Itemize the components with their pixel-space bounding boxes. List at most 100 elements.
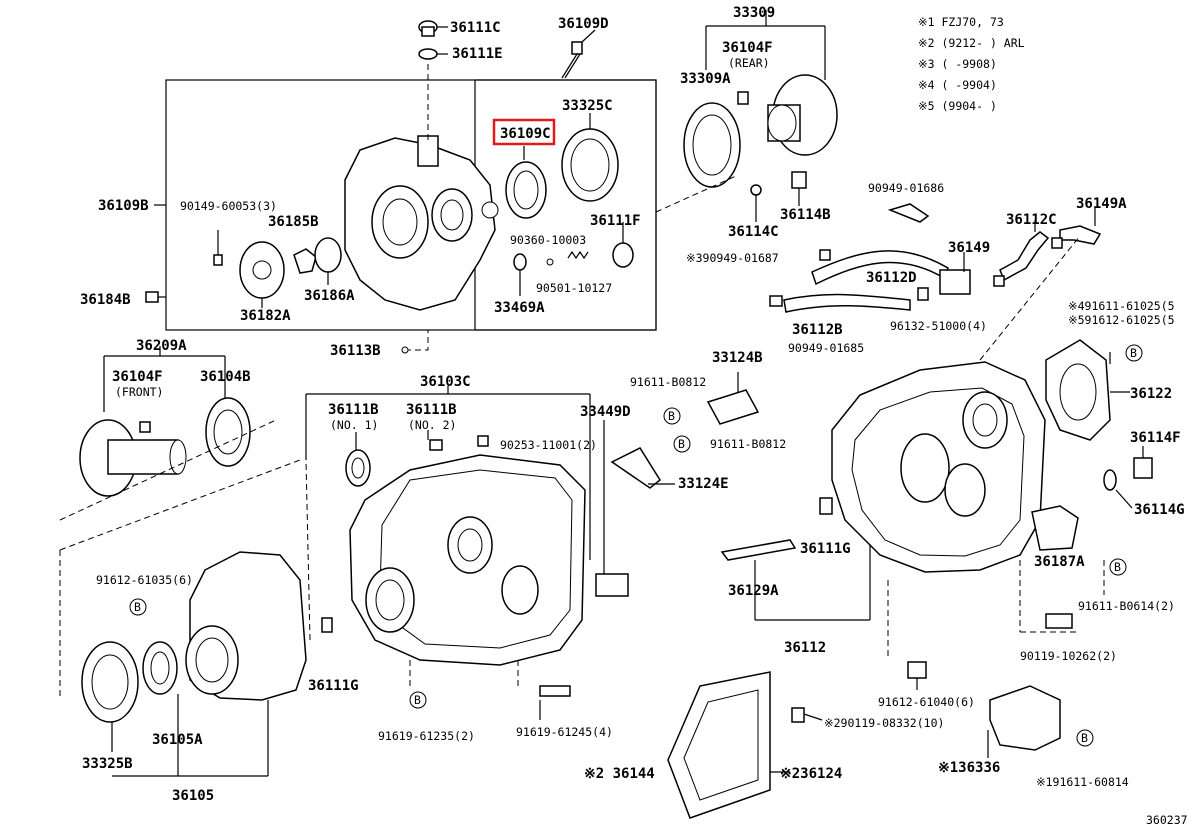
label-rear-note: (REAR): [728, 56, 770, 70]
label-36114B: 36114B: [780, 207, 831, 223]
bolt-marker: B: [1076, 729, 1094, 747]
label-36109C: 36109C: [500, 126, 551, 142]
label-36111E: 36111E: [452, 46, 503, 62]
label-91612-61035: 91612-61035(6): [96, 573, 193, 587]
oil-pan-36144: [667, 671, 823, 819]
label-36113B: 36113B: [330, 343, 381, 359]
label-33325B: 33325B: [82, 756, 133, 772]
dashed-36111G-left: [305, 459, 311, 641]
label-36105: 36105: [172, 788, 214, 804]
label-33449D: 33449D: [580, 404, 631, 420]
note-2: ※2 (9212- ) ARL: [918, 36, 1025, 50]
parts-36182A-group: [213, 230, 342, 308]
label-36111G-b: 36111G: [800, 541, 851, 557]
right-case-36112: [720, 361, 1046, 660]
bolt-marker: B: [409, 691, 427, 709]
label-36111C: 36111C: [450, 20, 501, 36]
label-36122: 36122: [1130, 386, 1172, 402]
bolt-marker: B: [673, 435, 691, 453]
diagram-id: 360237: [1146, 813, 1188, 827]
part-labels: 36111C 36111E 36109D 33309 36104F (REAR)…: [80, 5, 1188, 827]
flange-36209A-part: [59, 346, 277, 521]
label-90119-08332: ※290119-08332(10): [824, 716, 944, 730]
label-36111G-a: 36111G: [308, 678, 359, 694]
bolt-91619-61245: [539, 685, 571, 697]
label-36111B-1: 36111B: [328, 402, 379, 418]
label-36112D: 36112D: [866, 270, 917, 286]
dashed-connector-2: [979, 235, 1081, 361]
label-91619-61235: 91619-61235(2): [378, 729, 475, 743]
note-3: ※3 ( -9908): [918, 57, 997, 71]
label-90149-60053: 90149-60053(3): [180, 199, 277, 213]
label-91611-61025: ※491611-61025(5: [1068, 299, 1175, 313]
guide-36113B: [405, 330, 429, 351]
highlight-36109C: [492, 118, 556, 146]
label-36109B: 36109B: [98, 198, 149, 214]
label-36111B-2: 36111B: [406, 402, 457, 418]
label-90949-01687: ※390949-01687: [686, 251, 779, 265]
label-front-note: (FRONT): [115, 385, 163, 399]
label-33124E: 33124E: [678, 476, 729, 492]
label-36144: ※2 36144: [584, 766, 655, 782]
label-36103C: 36103C: [420, 374, 471, 390]
small-parts-36111F: [513, 222, 634, 296]
label-36185B: 36185B: [268, 214, 319, 230]
svg-text:B: B: [1130, 346, 1137, 360]
notes-block: ※1 FZJ70, 73 ※2 (9212- ) ARL ※3 ( -9908)…: [918, 15, 1025, 113]
label-90360-10003: 90360-10003: [510, 233, 586, 247]
label-36114F: 36114F: [1130, 430, 1181, 446]
label-36104F-rear: 36104F: [722, 40, 773, 56]
label-96132-51000: 96132-51000(4): [890, 319, 987, 333]
label-36112: 36112: [784, 640, 826, 656]
rear-cover-casting: [344, 135, 499, 311]
label-33124B: 33124B: [712, 350, 763, 366]
label-no2: (NO. 2): [408, 418, 456, 432]
label-36104B: 36104B: [200, 369, 251, 385]
dashed-connector-1: [655, 175, 737, 213]
bolt-marker: B: [1109, 558, 1127, 576]
label-90949-01686: 90949-01686: [868, 181, 944, 195]
label-91619-61245: 91619-61245(4): [516, 725, 613, 739]
label-36184B: 36184B: [80, 292, 131, 308]
label-36187A: 36187A: [1034, 554, 1085, 570]
label-91612-61025: ※591612-61025(5: [1068, 313, 1175, 327]
label-36186A: 36186A: [304, 288, 355, 304]
bolt-marker: B: [129, 598, 147, 616]
label-36105A: 36105A: [152, 732, 203, 748]
center-case-36103C: [305, 386, 629, 666]
label-36209A: 36209A: [136, 338, 187, 354]
flange-33309-part: [683, 10, 838, 222]
label-36336: ※136336: [938, 760, 1000, 776]
seal-36109C-part: [505, 146, 547, 219]
bracket-36336-part: [907, 661, 1061, 758]
label-36104F-front: 36104F: [112, 369, 163, 385]
brackets-33124: [610, 372, 760, 489]
label-90949-01685: 90949-01685: [788, 341, 864, 355]
dot-36113B: [401, 346, 409, 354]
label-90119-10262: 90119-10262(2): [1020, 649, 1117, 663]
svg-text:B: B: [414, 693, 421, 707]
bolt-36109D-part: [561, 29, 596, 79]
label-36129A: 36129A: [728, 583, 779, 599]
label-36149A: 36149A: [1076, 196, 1127, 212]
svg-text:B: B: [668, 409, 675, 423]
label-33309A: 33309A: [680, 71, 731, 87]
label-36149: 36149: [948, 240, 990, 256]
label-91611-B0812-b: 91611-B0812: [710, 437, 786, 451]
bolt-marker: B: [663, 407, 681, 425]
svg-text:B: B: [678, 437, 685, 451]
label-33325C: 33325C: [562, 98, 613, 114]
label-91611-B0614: 91611-B0614(2): [1078, 599, 1175, 613]
note-4: ※4 ( -9904): [918, 78, 997, 92]
label-33469A: 33469A: [494, 300, 545, 316]
svg-text:B: B: [1081, 731, 1088, 745]
label-36109D: 36109D: [558, 16, 609, 32]
front-case-36105: [59, 459, 333, 777]
label-91612-61040: 91612-61040(6): [878, 695, 975, 709]
seal-33325C-part: [561, 113, 619, 202]
label-91611-B0812-a: 91611-B0812: [630, 375, 706, 389]
plug-36111C-part: [418, 20, 448, 140]
note-5: ※5 (9904- ): [918, 99, 997, 113]
label-36114G: 36114G: [1134, 502, 1185, 518]
label-36112B: 36112B: [792, 322, 843, 338]
